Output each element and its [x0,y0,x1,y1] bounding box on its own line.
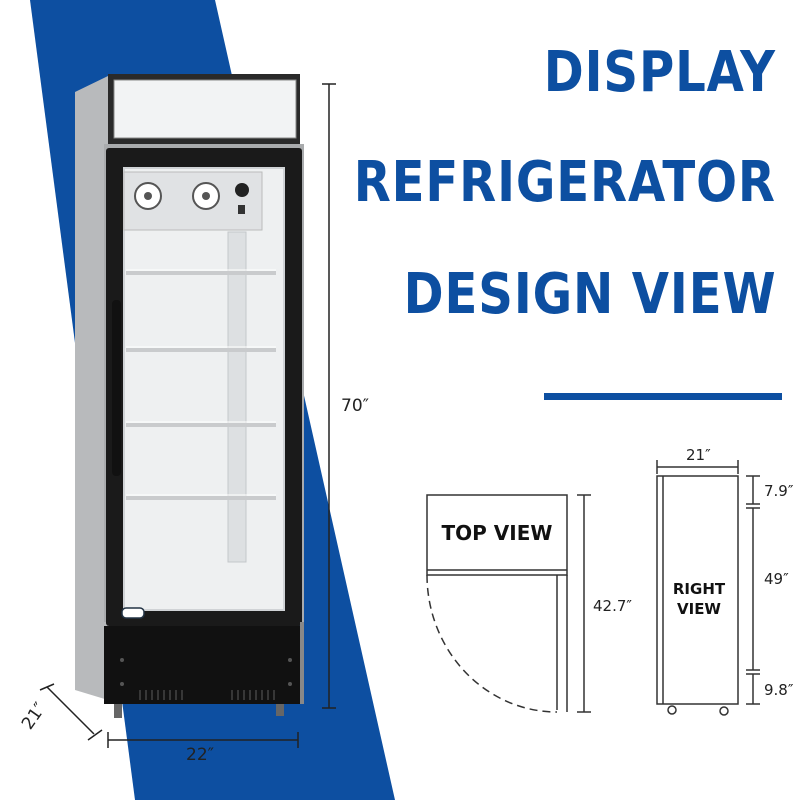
top-view-drawing [426,494,591,713]
right-view-label-line1: RIGHT [672,580,726,598]
height-label: 70″ [341,396,369,416]
right-view-middle-section-label: 49″ [764,570,789,588]
height-dimension-line [322,83,336,709]
title-line-design-view: DESIGN VIEW [403,262,776,327]
right-view-drawing [656,460,760,716]
right-view-top-section-label: 7.9″ [764,482,794,500]
right-view-width-label: 21″ [686,446,711,464]
title-line-refrigerator: REFRIGERATOR [353,150,776,215]
thermostat-knob-icon [235,183,249,197]
top-view-label: TOP VIEW [441,521,553,545]
title-line-display: DISPLAY [543,40,776,105]
right-view-label-line2: VIEW [677,599,721,618]
top-view-depth-label: 42.7″ [593,597,633,615]
width-label: 22″ [186,745,214,765]
width-dimension-line [107,732,299,748]
fan-icon [134,182,220,210]
title-underline [544,393,782,400]
right-view-bottom-section-label: 9.8″ [764,681,794,699]
depth-dimension-line [39,683,103,741]
right-view-label: RIGHT VIEW [657,580,741,619]
